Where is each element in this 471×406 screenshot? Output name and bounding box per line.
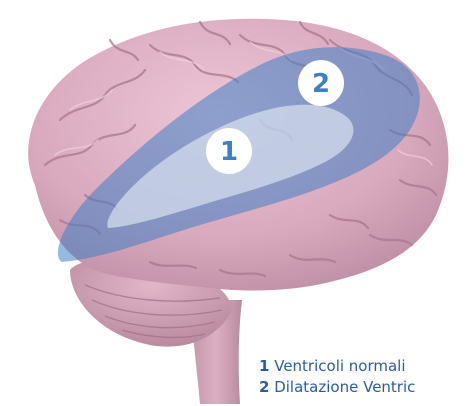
legend-number: 1 [259, 357, 269, 375]
normal-ventricle-marker-label: 1 [220, 137, 238, 167]
legend: 1 Ventricoli normali 2 Dilatazione Ventr… [259, 356, 415, 398]
legend-label: Dilatazione Ventric [274, 378, 415, 396]
legend-item-normal: 1 Ventricoli normali [259, 356, 415, 377]
normal-ventricle-marker: 1 [206, 128, 252, 174]
legend-item-dilated: 2 Dilatazione Ventric [259, 377, 415, 398]
legend-label: Ventricoli normali [274, 357, 405, 375]
dilated-ventricle-marker: 2 [298, 60, 344, 106]
dilated-ventricle-marker-label: 2 [312, 69, 330, 99]
legend-number: 2 [259, 378, 269, 396]
